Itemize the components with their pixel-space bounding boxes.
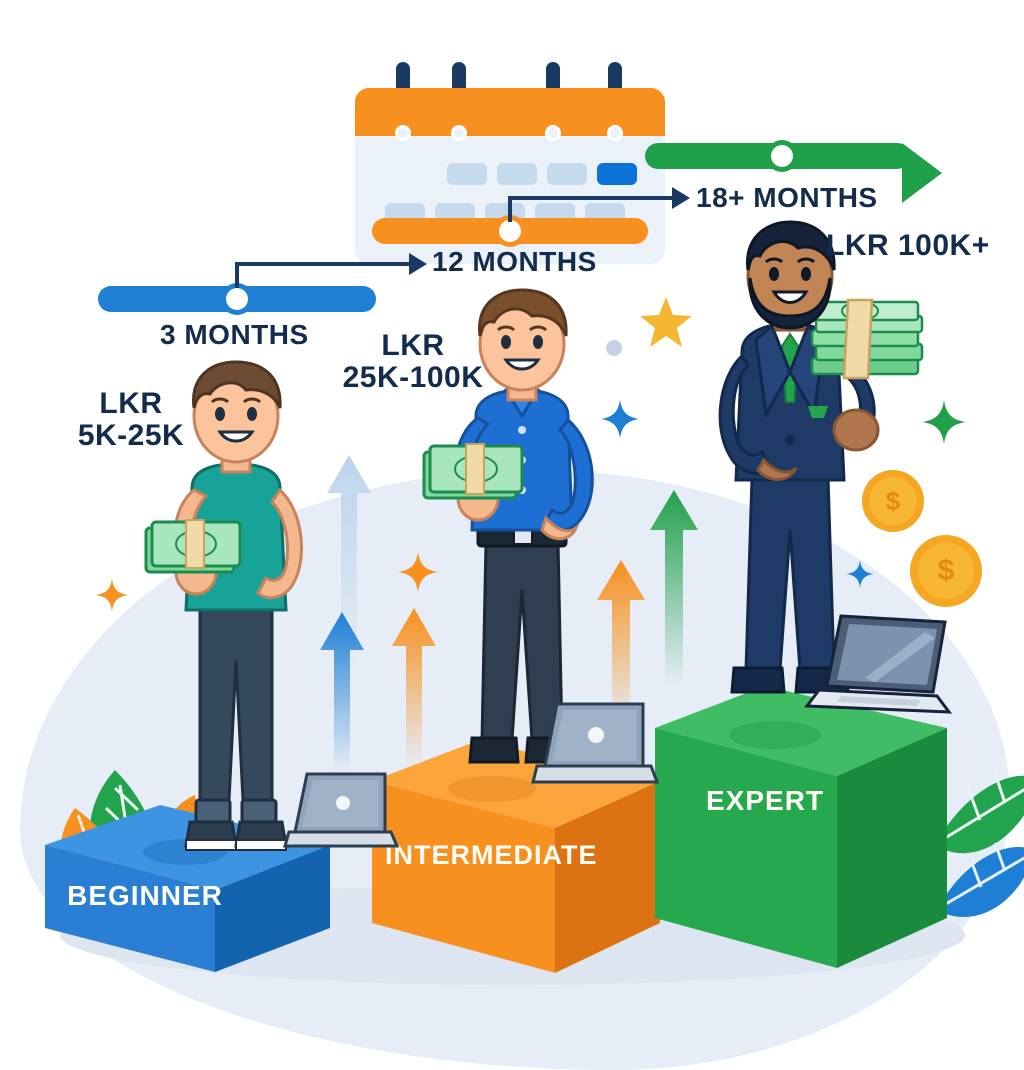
sparkle-icon-blue-left xyxy=(601,400,639,438)
timeline-label-12-months: 12 MONTHS xyxy=(432,246,597,277)
podium-label-expert: EXPERT xyxy=(705,785,825,816)
connector-arrowhead-12-to-18 xyxy=(672,187,690,209)
decorative-arrow-orange-right xyxy=(597,560,645,730)
calendar-cell xyxy=(547,163,587,185)
decorative-arrow-green xyxy=(650,490,698,685)
infographic-canvas: 12 MONTHS 18+ MONTHS 3 MONTHS xyxy=(20,62,1024,1070)
earnings-label-expert: LKR 100K+ xyxy=(826,229,990,262)
decorative-arrow-blue xyxy=(320,612,364,772)
person-expert xyxy=(718,220,924,694)
calendar-ring-hole xyxy=(545,125,561,141)
connector-vertical-3-to-12 xyxy=(235,262,239,288)
podium-label-intermediate: INTERMEDIATE xyxy=(385,840,598,870)
timeline-knob-3-months[interactable] xyxy=(226,288,248,310)
calendar-cell xyxy=(497,163,537,185)
laptop-expert xyxy=(804,614,953,714)
laptop-beginner xyxy=(283,772,400,848)
connector-vertical-12-to-18 xyxy=(508,196,512,222)
sparkle-icon-green xyxy=(922,400,966,444)
connector-arrowhead-3-to-12 xyxy=(409,253,427,275)
earnings-label-intermediate: LKR 25K-100K xyxy=(342,329,484,394)
sparkle-icon-orange-center xyxy=(398,552,438,592)
sparkle-icon-blue-right xyxy=(846,560,874,588)
calendar-ring-hole xyxy=(451,125,467,141)
timeline-arrowhead-18-months xyxy=(902,143,942,203)
decorative-arrow-orange-left xyxy=(392,608,436,768)
timeline-knob-18-months[interactable] xyxy=(771,145,793,167)
leaves-right xyxy=(935,772,1024,918)
podium-intermediate[interactable] xyxy=(372,733,672,983)
calendar-ring-hole xyxy=(395,125,411,141)
star-icon-gold-top xyxy=(640,297,692,347)
calendar-cell xyxy=(447,163,487,185)
decorative-arrow-lightblue xyxy=(327,455,371,670)
timeline-label-3-months: 3 MONTHS xyxy=(160,319,309,350)
sparkle-icon-orange-left xyxy=(95,578,129,612)
coin-icon-large: $ xyxy=(910,535,982,607)
podium-beginner[interactable] xyxy=(45,800,375,985)
person-intermediate xyxy=(422,288,594,764)
timeline-label-18-months: 18+ MONTHS xyxy=(696,182,878,213)
calendar-cell-active xyxy=(597,163,637,185)
earnings-label-beginner: LKR 5K-25K xyxy=(77,387,185,452)
coin-symbol: $ xyxy=(869,477,917,525)
connector-horizontal-12-to-18 xyxy=(508,196,673,200)
timeline-knob-12-months[interactable] xyxy=(499,220,521,242)
decorative-dot xyxy=(606,340,622,356)
podium-label-beginner: BEGINNER xyxy=(67,880,223,911)
laptop-intermediate xyxy=(531,702,660,784)
podium-expert[interactable] xyxy=(655,680,965,980)
calendar-ring-hole xyxy=(607,125,623,141)
connector-horizontal-3-to-12 xyxy=(235,262,410,266)
coin-icon-small: $ xyxy=(862,470,924,532)
coin-symbol: $ xyxy=(918,543,974,599)
